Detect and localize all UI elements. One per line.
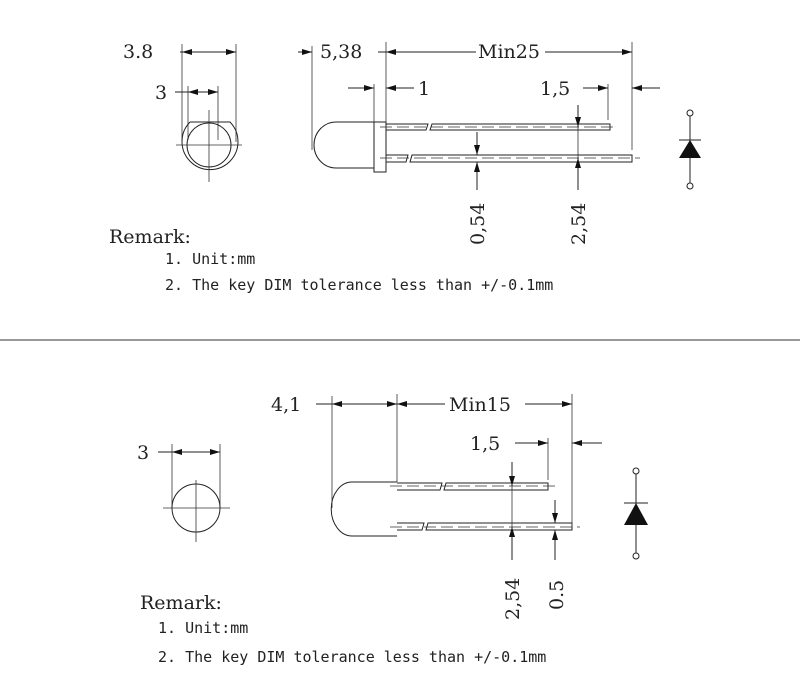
dim-5-38: 5,38 <box>320 41 362 63</box>
top-side-view: 5,38 Min25 1 1,5 0,54 2,54 <box>298 41 660 245</box>
dim-1-5-bottom: 1,5 <box>470 433 500 455</box>
dim-2-54: 2,54 <box>568 203 590 245</box>
top-remark-title: Remark: <box>109 226 191 248</box>
bottom-remark-1: 1. Unit:mm <box>158 619 248 637</box>
dim-3: 3 <box>155 82 167 104</box>
dim-0-54: 0,54 <box>467 203 489 245</box>
bottom-side-view: 4,1 Min15 1,5 2,54 0.5 <box>271 394 602 620</box>
dim-2-54-bottom: 2,54 <box>502 578 524 620</box>
dim-3-8: 3.8 <box>123 41 153 63</box>
bottom-remark-2: 2. The key DIM tolerance less than +/-0.… <box>158 648 546 666</box>
bottom-diode-symbol-icon <box>624 467 648 560</box>
top-diode-symbol-icon <box>679 109 701 190</box>
bottom-front-view: 3 <box>137 442 230 542</box>
bottom-remark-title: Remark: <box>140 592 222 614</box>
top-remark-2: 2. The key DIM tolerance less than +/-0.… <box>165 276 553 294</box>
dim-1: 1 <box>418 78 430 100</box>
dim-1-5: 1,5 <box>540 78 570 100</box>
top-remark-1: 1. Unit:mm <box>165 250 255 268</box>
dim-0-5: 0.5 <box>546 580 568 610</box>
top-front-view: 3.8 3 <box>123 41 242 182</box>
dim-4-1: 4,1 <box>271 394 301 416</box>
dim-3-bottom: 3 <box>137 442 149 464</box>
dim-min25: Min25 <box>478 41 540 63</box>
dim-min15: Min15 <box>449 394 511 416</box>
